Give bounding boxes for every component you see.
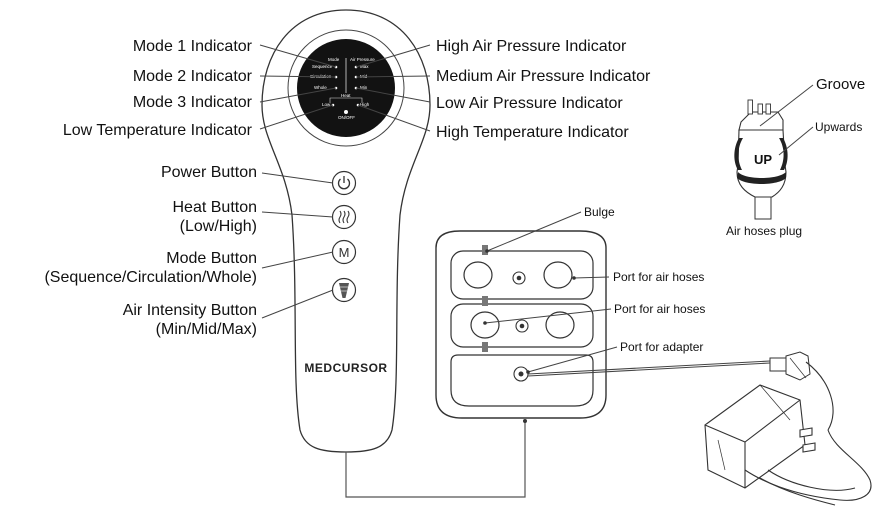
air-intensity-button[interactable] <box>331 277 357 303</box>
panel-min-text: Min <box>360 85 368 90</box>
medium-air-pressure-indicator-label: Medium Air Pressure Indicator <box>436 68 651 85</box>
mode-button-label-2: (Sequence/Circulation/Whole) <box>44 269 257 286</box>
mode-button[interactable]: M <box>331 239 357 265</box>
air-hose-port-2a[interactable] <box>470 311 500 339</box>
mode-1-indicator-label: Mode 1 Indicator <box>133 38 253 55</box>
air-hose-port-1a[interactable] <box>463 261 493 289</box>
heat-button-label-2: (Low/High) <box>180 218 257 235</box>
control-box <box>435 230 607 419</box>
high-temperature-indicator-label: High Temperature Indicator <box>436 124 629 141</box>
right-leader-lines <box>355 44 431 132</box>
air-hose-port-2b[interactable] <box>545 311 575 339</box>
air-hoses-plug-caption: Air hoses plug <box>726 224 802 238</box>
power-icon <box>337 176 351 190</box>
panel-heat-text: Heat <box>341 93 351 98</box>
bulge-marker-1 <box>482 245 488 255</box>
brand-logo: MEDCURSOR <box>304 361 387 375</box>
box-leader-lines <box>484 211 618 373</box>
panel-max-text: Max <box>360 64 369 69</box>
adapter-cable <box>527 360 771 377</box>
high-air-pressure-indicator-label: High Air Pressure Indicator <box>436 38 627 55</box>
plug-up-text: UP <box>754 152 772 167</box>
air-intensity-button-label-1: Air Intensity Button <box>123 302 257 319</box>
low-air-pressure-indicator-label: Low Air Pressure Indicator <box>436 95 623 112</box>
heat-button[interactable] <box>331 204 357 230</box>
mode-2-indicator-label: Mode 2 Indicator <box>133 68 253 85</box>
groove-label: Groove <box>816 76 865 93</box>
remote-cable <box>345 420 526 498</box>
panel-low-text: Low <box>322 102 331 107</box>
air-hose-port-1b[interactable] <box>543 261 573 289</box>
panel-mode-text: Mode <box>328 57 340 62</box>
mode-button-label-1: Mode Button <box>166 250 257 267</box>
mode-m-icon: M <box>339 245 350 260</box>
bulge-marker-3 <box>482 342 488 352</box>
plug-leader-lines <box>759 84 814 156</box>
port-for-air-hoses-label-2: Port for air hoses <box>614 302 705 316</box>
mode-3-indicator-label: Mode 3 Indicator <box>133 94 253 111</box>
bulge-label: Bulge <box>584 205 615 219</box>
wall-adapter <box>704 384 872 506</box>
dc-plug <box>769 351 834 431</box>
air-hoses-plug: UP <box>734 99 788 220</box>
power-button[interactable] <box>331 170 357 196</box>
port-for-air-hoses-label-1: Port for air hoses <box>613 270 704 284</box>
panel-whole-text: Whole <box>314 85 327 90</box>
upwards-label: Upwards <box>815 120 862 134</box>
bulge-marker-2 <box>482 296 488 306</box>
air-intensity-button-label-2: (Min/Mid/Max) <box>156 321 257 338</box>
heat-waves-icon <box>338 210 350 224</box>
heat-button-label-1: Heat Button <box>173 199 258 216</box>
panel-sequence-text: Sequence <box>312 64 333 69</box>
low-temperature-indicator-label: Low Temperature Indicator <box>63 122 253 139</box>
panel-air-pressure-text: Air Pressure <box>350 57 375 62</box>
port-for-adapter-label: Port for adapter <box>620 340 703 354</box>
panel-high-text: High <box>360 102 370 107</box>
left-leader-lines <box>259 44 337 319</box>
power-button-label: Power Button <box>161 164 257 181</box>
panel-onoff-text: ON/OFF <box>338 115 355 120</box>
